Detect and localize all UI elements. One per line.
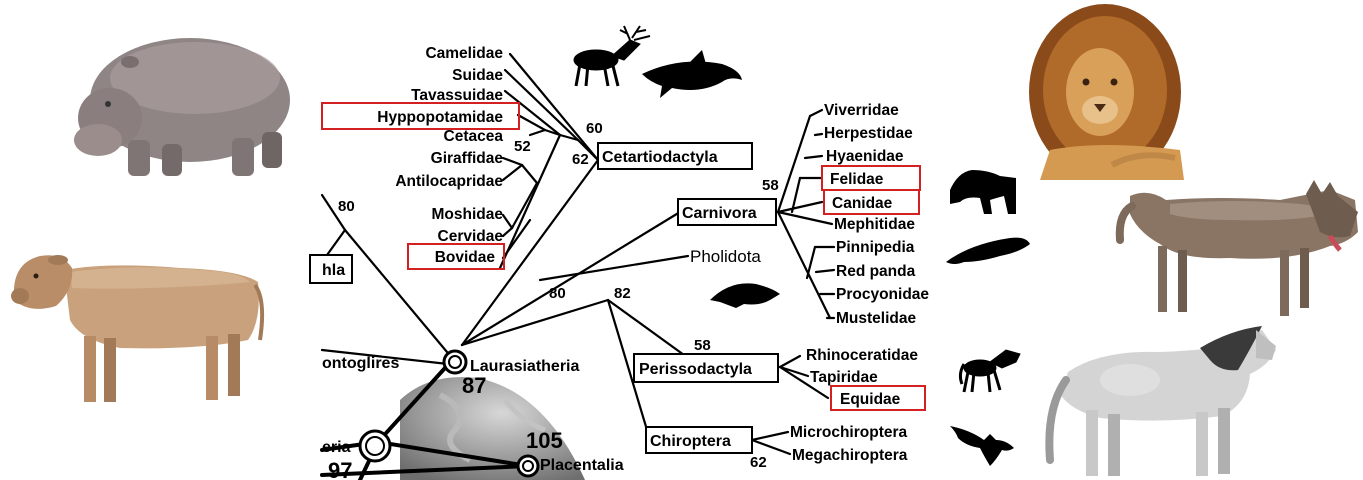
- family-label: Canidae: [832, 195, 893, 212]
- clade-label-partial: hla: [322, 262, 345, 279]
- support-value: 58: [762, 177, 779, 194]
- family-label: Mephitidae: [834, 216, 915, 233]
- bat-silhouette-icon: [950, 426, 1014, 466]
- support-value: 62: [572, 151, 589, 168]
- family-label: Rhinoceratidae: [806, 347, 918, 364]
- family-label: Camelidae: [425, 45, 503, 62]
- family-label: Tapiridae: [810, 369, 878, 386]
- panther-silhouette-icon: [950, 170, 1016, 214]
- family-label: Mustelidae: [836, 310, 916, 327]
- family-label: Moshidae: [432, 206, 504, 223]
- family-label: Megachiroptera: [792, 447, 908, 464]
- dolphin-silhouette-icon: [642, 50, 742, 98]
- support-value: 80: [549, 285, 566, 302]
- lion-photo: [1028, 4, 1184, 181]
- clade-label-euarchontoglires: ontoglires: [322, 355, 399, 372]
- support-value: 60: [586, 120, 603, 137]
- horse-photo: [1049, 326, 1276, 476]
- chiroptera-labels: Microchiroptera Megachiroptera: [790, 424, 908, 464]
- family-label: Microchiroptera: [790, 424, 908, 441]
- seal-silhouette-icon: [946, 238, 1030, 264]
- pangolin-silhouette-icon: [710, 283, 780, 308]
- family-label: Bovidae: [435, 249, 496, 266]
- family-label: Tavassuidae: [411, 87, 503, 104]
- age-value: 97: [328, 458, 352, 480]
- support-value: 52: [514, 138, 531, 155]
- family-label: Antilocapridae: [395, 173, 503, 190]
- family-label: Viverridae: [824, 102, 899, 119]
- clade-label-perissodactyla: Perissodactyla: [639, 361, 752, 378]
- family-label: Equidae: [840, 391, 901, 408]
- support-value: 80: [338, 198, 355, 215]
- family-label: Giraffidae: [431, 150, 504, 167]
- clade-label-carnivora: Carnivora: [682, 205, 757, 222]
- family-label: Felidae: [830, 171, 884, 188]
- clade-label-pholidota: Pholidota: [690, 247, 761, 266]
- age-value: 87: [462, 373, 486, 398]
- support-value: 62: [750, 454, 767, 471]
- clade-label-cetartiodactyla: Cetartiodactyla: [602, 149, 718, 166]
- horse-silhouette-icon: [960, 350, 1020, 392]
- clade-label-chiroptera: Chiroptera: [650, 433, 731, 450]
- family-label: Suidae: [452, 67, 503, 84]
- clade-label-eutheria: eria: [322, 439, 351, 456]
- family-label: Hyaenidae: [826, 148, 904, 165]
- family-label: Cetacea: [444, 128, 504, 145]
- family-label: Herpestidae: [824, 125, 913, 142]
- family-label: Procyonidae: [836, 286, 929, 303]
- family-label: Pinnipedia: [836, 239, 915, 256]
- clade-label-placentalia: Placentalia: [540, 457, 624, 474]
- deer-silhouette-icon: [574, 26, 650, 86]
- family-label: Cervidae: [438, 228, 504, 245]
- hippopotamus-photo: [74, 38, 290, 176]
- family-label: Red panda: [836, 263, 916, 280]
- cow-photo: [11, 255, 262, 402]
- perissodactyla-labels: Rhinoceratidae Tapiridae Equidae: [806, 347, 918, 408]
- support-value: 58: [694, 337, 711, 354]
- support-value: 82: [614, 285, 631, 302]
- family-label: Hyppopotamidae: [377, 109, 503, 126]
- age-value: 105: [526, 428, 563, 453]
- wolf-photo: [1120, 180, 1358, 316]
- artiodactyla-labels: Camelidae Suidae Tavassuidae Hyppopotami…: [377, 45, 503, 266]
